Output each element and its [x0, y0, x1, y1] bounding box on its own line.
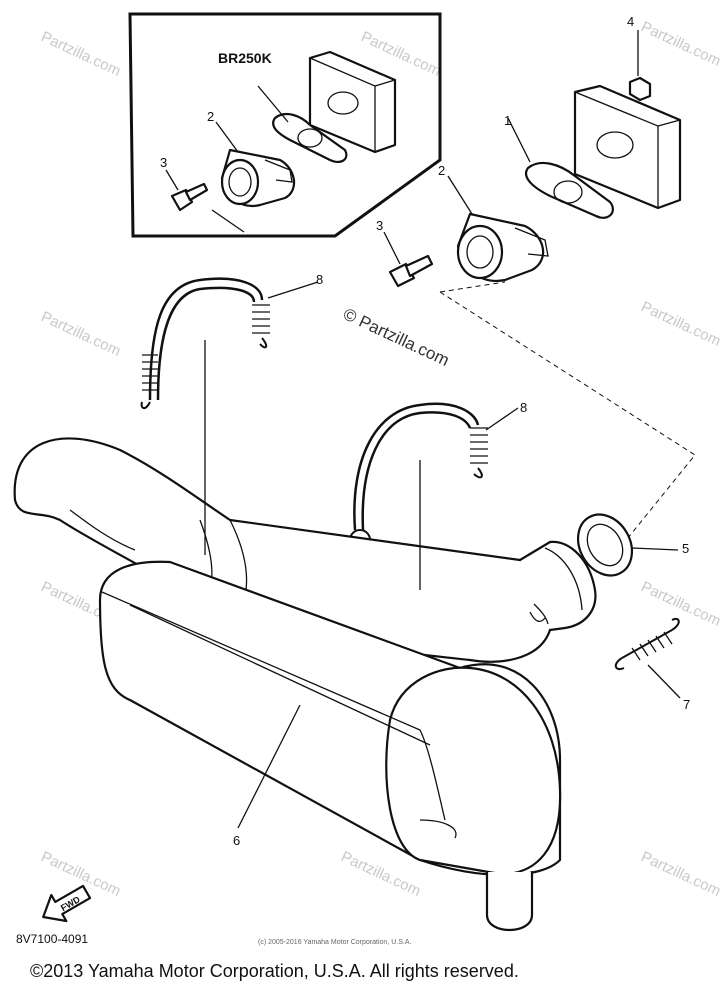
leader-line — [165, 169, 179, 191]
leader-line — [257, 85, 289, 123]
callout-3-inset: 3 — [160, 155, 167, 170]
alignment-line — [439, 281, 506, 293]
copyright-notice: ©2013 Yamaha Motor Corporation, U.S.A. A… — [30, 961, 519, 981]
part-code: 8V7100-4091 — [16, 932, 89, 946]
small-copyright: (c) 2005-2016 Yamaha Motor Corporation, … — [258, 939, 412, 946]
callout-2-inset: 2 — [207, 109, 214, 124]
main-intake-joint — [456, 212, 549, 282]
main-gasket — [524, 161, 614, 219]
callout-6: 6 — [233, 833, 240, 848]
leader-line — [485, 407, 519, 431]
inset-intake-joint — [220, 148, 296, 208]
leader-line — [383, 231, 401, 265]
inset-label: BR250K — [218, 50, 272, 66]
watermark-text: Partzilla.com — [38, 28, 123, 80]
callout-7: 7 — [683, 697, 690, 712]
watermark-center: © Partzilla.com — [340, 304, 452, 370]
callout-4: 4 — [627, 14, 634, 29]
leader-line — [211, 209, 245, 233]
watermark-text: Partzilla.com — [638, 18, 721, 70]
main-block-plate — [573, 84, 682, 210]
muffler — [98, 560, 562, 877]
callout-3: 3 — [376, 218, 383, 233]
nut-icon — [628, 76, 652, 102]
callout-5: 5 — [682, 541, 689, 556]
leader-line — [215, 121, 239, 153]
watermark-text: Partzilla.com — [38, 308, 123, 360]
inset-gasket — [272, 112, 348, 164]
leader-line — [237, 704, 301, 829]
lower-spring — [349, 402, 488, 551]
leader-line — [647, 664, 681, 699]
gasket-ring — [576, 513, 634, 577]
callout-1: 1 — [504, 113, 511, 128]
tail-pipe — [485, 870, 534, 932]
leader-line — [447, 175, 473, 215]
leader-line — [267, 281, 319, 299]
upper-spring — [140, 277, 270, 409]
pipe-flange — [518, 540, 597, 632]
inset-box — [128, 12, 442, 238]
callout-2: 2 — [438, 163, 445, 178]
main-bolt — [388, 254, 434, 288]
leader-line — [631, 547, 679, 551]
callout-8-upper: 8 — [316, 272, 323, 287]
inset-bolt — [170, 182, 209, 212]
fwd-arrow-icon: FWD — [42, 884, 92, 923]
spring-7 — [614, 618, 680, 670]
watermark-text: Partzilla.com — [638, 848, 721, 900]
exhaust-pipe — [13, 437, 555, 663]
leader-line — [507, 117, 531, 163]
callout-8-lower: 8 — [520, 400, 527, 415]
watermark-text: Partzilla.com — [638, 298, 721, 350]
alignment-line — [439, 291, 696, 576]
